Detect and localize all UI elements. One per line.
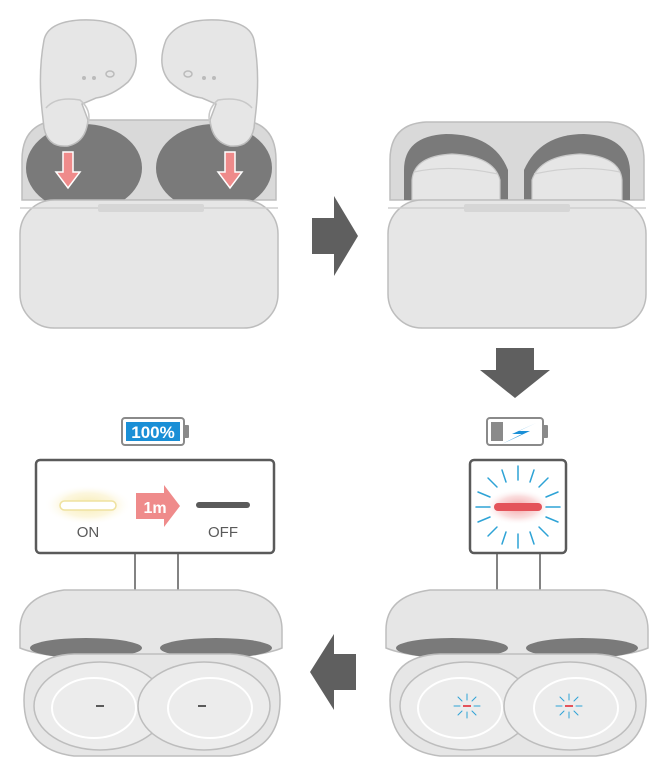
led-on bbox=[59, 500, 117, 511]
battery-charging bbox=[486, 417, 548, 446]
timer-arrow-icon bbox=[136, 485, 180, 527]
case-well-left bbox=[26, 124, 142, 212]
indicator-panel: ON 1m OFF bbox=[34, 458, 276, 555]
lightning-icon bbox=[502, 423, 536, 444]
charging-led-panel bbox=[468, 458, 568, 555]
open-case-right bbox=[385, 589, 649, 757]
step-arrow-down-icon bbox=[480, 348, 550, 398]
battery-percent: 100% bbox=[131, 423, 174, 442]
flash-rays bbox=[475, 465, 561, 549]
open-case-left bbox=[19, 589, 283, 757]
step2-earbuds-seated bbox=[387, 121, 647, 329]
insert-arrow-right-icon bbox=[216, 151, 244, 190]
battery-full: 100% bbox=[121, 417, 189, 446]
charging-led bbox=[494, 503, 542, 511]
off-label: OFF bbox=[208, 524, 238, 541]
step-arrow-right-icon bbox=[312, 196, 358, 276]
step1-insert-earbuds bbox=[19, 19, 279, 329]
earbud-left bbox=[39, 19, 137, 147]
insert-arrow-left-icon bbox=[54, 151, 82, 190]
step-arrow-left-icon bbox=[310, 634, 356, 710]
on-label: ON bbox=[77, 524, 100, 541]
case-well-right bbox=[156, 124, 272, 212]
case-base bbox=[19, 199, 279, 329]
earbud-right bbox=[161, 19, 259, 147]
timer-label: 1m bbox=[143, 500, 166, 517]
led-off bbox=[196, 502, 250, 508]
